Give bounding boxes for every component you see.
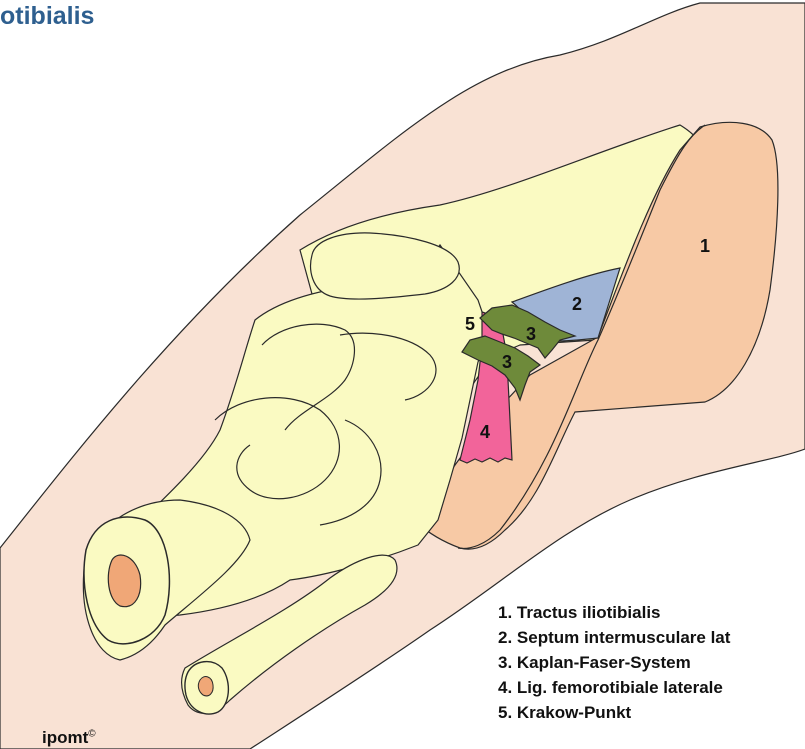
label-1: 1 [700, 236, 710, 256]
legend-item-tractus: 1. Tractus iliotibialis [498, 600, 730, 625]
label-3-upper: 3 [526, 324, 536, 344]
label-3-lower: 3 [502, 352, 512, 372]
legend-item-krakow: 5. Krakow-Punkt [498, 700, 730, 725]
page-title: otibialis [0, 2, 94, 31]
legend-item-ligament: 4. Lig. femorotibiale laterale [498, 675, 730, 700]
copyright-mark: © [88, 728, 95, 739]
label-5: 5 [465, 314, 475, 334]
fibula-marrow [198, 677, 213, 696]
ipomt-logo: ipomt© [42, 728, 96, 748]
label-2: 2 [572, 294, 582, 314]
legend: 1. Tractus iliotibialis 2. Septum interm… [498, 600, 730, 725]
label-4: 4 [480, 422, 490, 442]
legend-item-kaplan: 3. Kaplan-Faser-System [498, 650, 730, 675]
logo-text: ipomt [42, 728, 88, 747]
legend-item-septum: 2. Septum intermusculare lat [498, 625, 730, 650]
